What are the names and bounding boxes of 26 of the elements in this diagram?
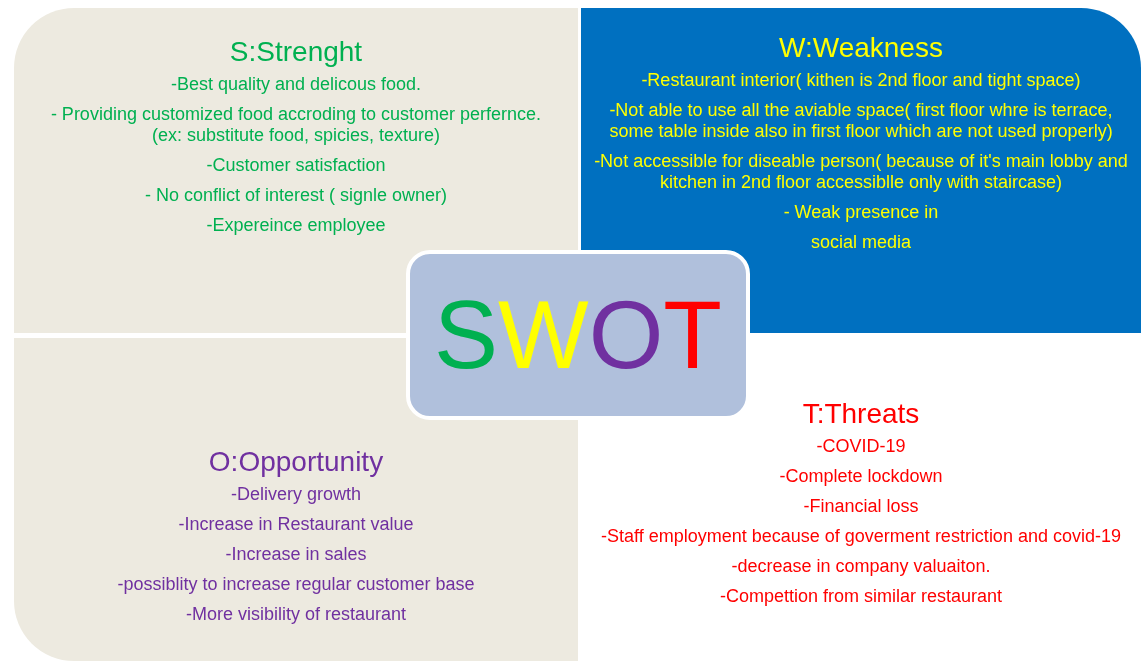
quadrant-item: -Best quality and delicous food. xyxy=(170,74,422,95)
quadrant-item: -Expereince employee xyxy=(206,215,386,236)
quadrant-item: social media xyxy=(810,232,911,253)
quadrant-item: -Staff employment because of goverment restriction and covid-19 xyxy=(601,526,1121,547)
quadrant-item: -More visibility of restaurant xyxy=(185,604,407,625)
quadrant-item: -Compettion from similar restaurant xyxy=(719,586,1003,607)
quadrant-item: -COVID-19 xyxy=(816,436,906,457)
quadrant-heading: O:Opportunity xyxy=(208,446,384,478)
quadrant-heading: W:Weakness xyxy=(779,32,943,64)
quadrant-item: -possiblity to increase regular customer base xyxy=(117,574,475,595)
quadrant-item: -decrease in company valuaiton. xyxy=(731,556,991,577)
quadrant-item: -Not able to use all the aviable space( first floor whre is terrace, some table inside also in first floor which are not used properly) xyxy=(608,100,1114,142)
quadrant-item: -Financial loss xyxy=(803,496,919,517)
quadrant-item: -Increase in sales xyxy=(225,544,367,565)
quadrant-item: - No conflict of interest ( signle owner) xyxy=(144,185,448,206)
quadrant-item: -Customer satisfaction xyxy=(206,155,386,176)
quadrant-item: - Providing customized food accroding to customer perfernce.(ex: substitute food, spicies, texture) xyxy=(49,104,543,146)
swot-title: SWOT xyxy=(434,285,722,385)
quadrant-item: -Restaurant interior( kithen is 2nd floor and tight space) xyxy=(641,70,1081,91)
quadrant-heading: T:Threats xyxy=(802,398,920,430)
quadrant-heading: S:Strenght xyxy=(229,36,363,68)
quadrant-item: -Increase in Restaurant value xyxy=(178,514,414,535)
quadrant-item: -Delivery growth xyxy=(230,484,361,505)
quadrant-item: -Not accessible for diseable person( because of it's main lobby and kitchen in 2nd floor accessiblle only with staircase) xyxy=(593,151,1129,193)
quadrant-item: -Complete lockdown xyxy=(779,466,943,487)
quadrant-item: - Weak presence in xyxy=(783,202,939,223)
